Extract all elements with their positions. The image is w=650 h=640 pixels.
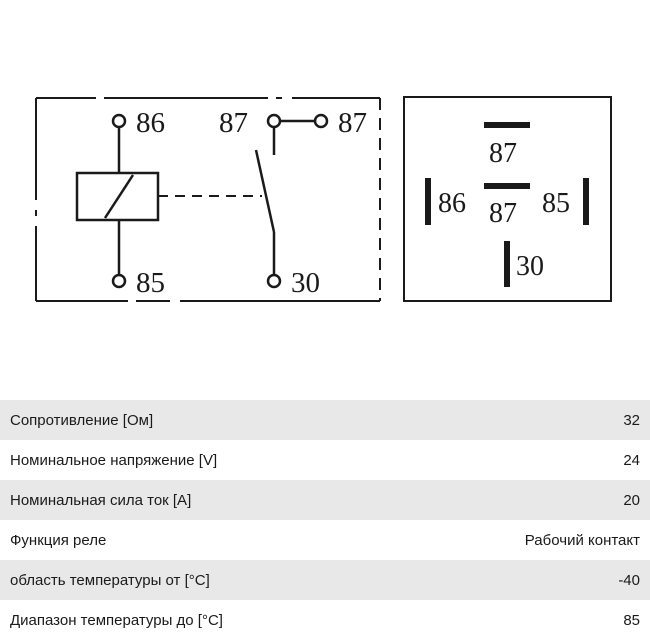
- spec-value: 85: [411, 600, 650, 640]
- blade-87-top: [484, 122, 530, 128]
- spec-value: -40: [411, 560, 650, 600]
- spec-label: Диапазон температуры до [°C]: [0, 600, 412, 640]
- pinout-label-87-top: 87: [489, 138, 517, 169]
- spec-row: Функция реле Рабочий контакт: [0, 520, 650, 560]
- schematic-label-87-left: 87: [219, 107, 248, 139]
- spec-label: Номинальное напряжение [V]: [0, 440, 412, 480]
- spec-label: область температуры от [°C]: [0, 560, 412, 600]
- terminal-85: [111, 273, 127, 289]
- spec-row: Диапазон температуры до [°C] 85: [0, 600, 650, 640]
- blade-85: [583, 178, 589, 225]
- terminal-circles: [111, 113, 329, 289]
- pinout-frame: [403, 96, 612, 302]
- spec-value: 24: [411, 440, 650, 480]
- pinout-blades: [425, 122, 589, 287]
- spec-label: Номинальная сила ток [A]: [0, 480, 412, 520]
- pinout-label-86: 86: [438, 188, 466, 219]
- blade-30: [504, 241, 510, 287]
- spec-row: Номинальное напряжение [V] 24: [0, 440, 650, 480]
- pinout-label-30: 30: [516, 251, 544, 282]
- spec-value: 20: [411, 480, 650, 520]
- schematic-label-87-right: 87: [338, 107, 367, 139]
- terminal-87-left: [266, 113, 282, 129]
- blade-86: [425, 178, 431, 225]
- schematic-label-86: 86: [136, 107, 165, 139]
- pinout-label-87-center: 87: [489, 198, 517, 229]
- spec-row: область температуры от [°C] -40: [0, 560, 650, 600]
- terminal-30: [266, 273, 282, 289]
- terminal-87-right: [313, 113, 329, 129]
- spec-label: Сопротивление [Ом]: [0, 400, 412, 440]
- spec-label: Функция реле: [0, 520, 412, 560]
- relay-diagram: 86 85 87 87 30 87 87 86 85 30: [35, 96, 612, 302]
- switch-contact: [254, 119, 314, 274]
- terminal-86: [111, 113, 127, 129]
- spec-row: Номинальная сила ток [A] 20: [0, 480, 650, 520]
- spec-row: Сопротивление [Ом] 32: [0, 400, 650, 440]
- relay-diagram-svg: 86 85 87 87 30 87 87 86 85 30: [35, 96, 612, 302]
- pinout-label-85: 85: [542, 188, 570, 219]
- schematic-label-30: 30: [291, 267, 320, 299]
- coil-symbol: [75, 128, 160, 274]
- schematic-frame: [35, 97, 381, 302]
- spec-value: 32: [411, 400, 650, 440]
- spec-table: Сопротивление [Ом] 32 Номинальное напряж…: [0, 400, 650, 640]
- spec-value: Рабочий контакт: [411, 520, 650, 560]
- schematic-label-85: 85: [136, 267, 165, 299]
- blade-87-center: [484, 183, 530, 189]
